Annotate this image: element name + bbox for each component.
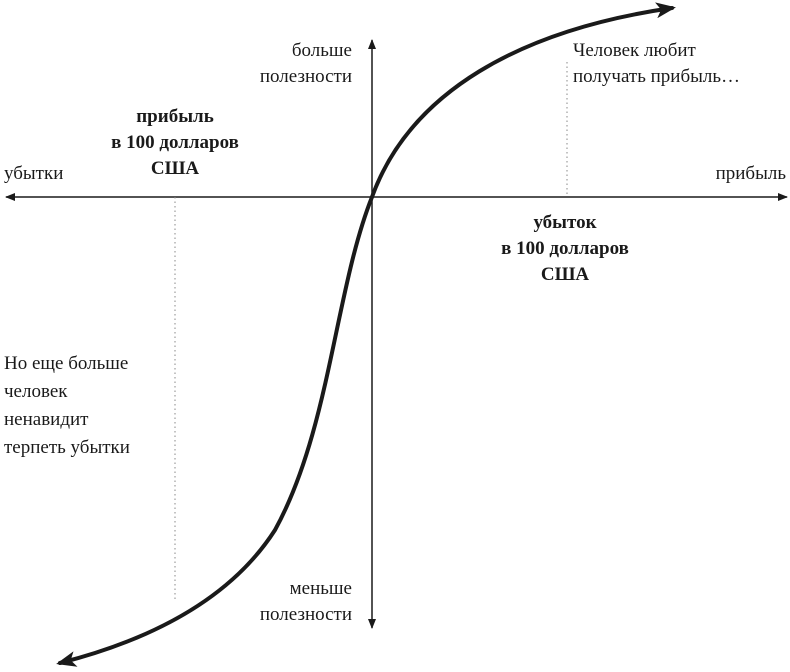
loss-marker-label: убыток в 100 долларов США xyxy=(465,210,665,288)
loss-note: Но еще больше человек ненавидит терпеть … xyxy=(4,350,130,462)
loss-note-line-1: Но еще больше xyxy=(4,353,129,374)
value-function-curve-gain xyxy=(370,2,676,199)
y-axis-top-label-line-2: полезности xyxy=(259,66,352,87)
gain-marker-line-3: США xyxy=(150,158,200,179)
loss-marker-line-3: США xyxy=(540,264,590,285)
gain-note-line-2: получать прибыль… xyxy=(573,66,741,87)
gain-marker-line-2: в 100 долларов xyxy=(111,132,239,153)
gain-marker-label: прибыль в 100 долларов США xyxy=(75,104,275,182)
y-axis-bottom-label: меньше полезности xyxy=(260,576,352,628)
loss-marker-line-1: убыток xyxy=(533,212,597,233)
y-axis-bottom-label-line-2: полезности xyxy=(259,604,352,625)
loss-note-line-4: терпеть убытки xyxy=(4,437,130,458)
loss-note-line-2: человек xyxy=(4,381,68,402)
gain-marker-line-1: прибыль xyxy=(136,106,214,127)
x-axis-left-label: убытки xyxy=(4,163,64,184)
y-axis-bottom-label-line-1: меньше xyxy=(289,578,352,599)
x-axis-right-label: прибыль xyxy=(715,163,786,184)
y-axis-top-label-line-1: больше xyxy=(291,40,352,61)
gain-note-line-1: Человек любит xyxy=(573,40,696,61)
y-axis-top-label: больше полезности xyxy=(260,38,352,90)
value-function-curve-loss xyxy=(56,195,374,667)
loss-note-line-3: ненавидит xyxy=(4,409,89,430)
gain-note: Человек любит получать прибыль… xyxy=(573,38,740,90)
loss-marker-line-2: в 100 долларов xyxy=(501,238,629,259)
